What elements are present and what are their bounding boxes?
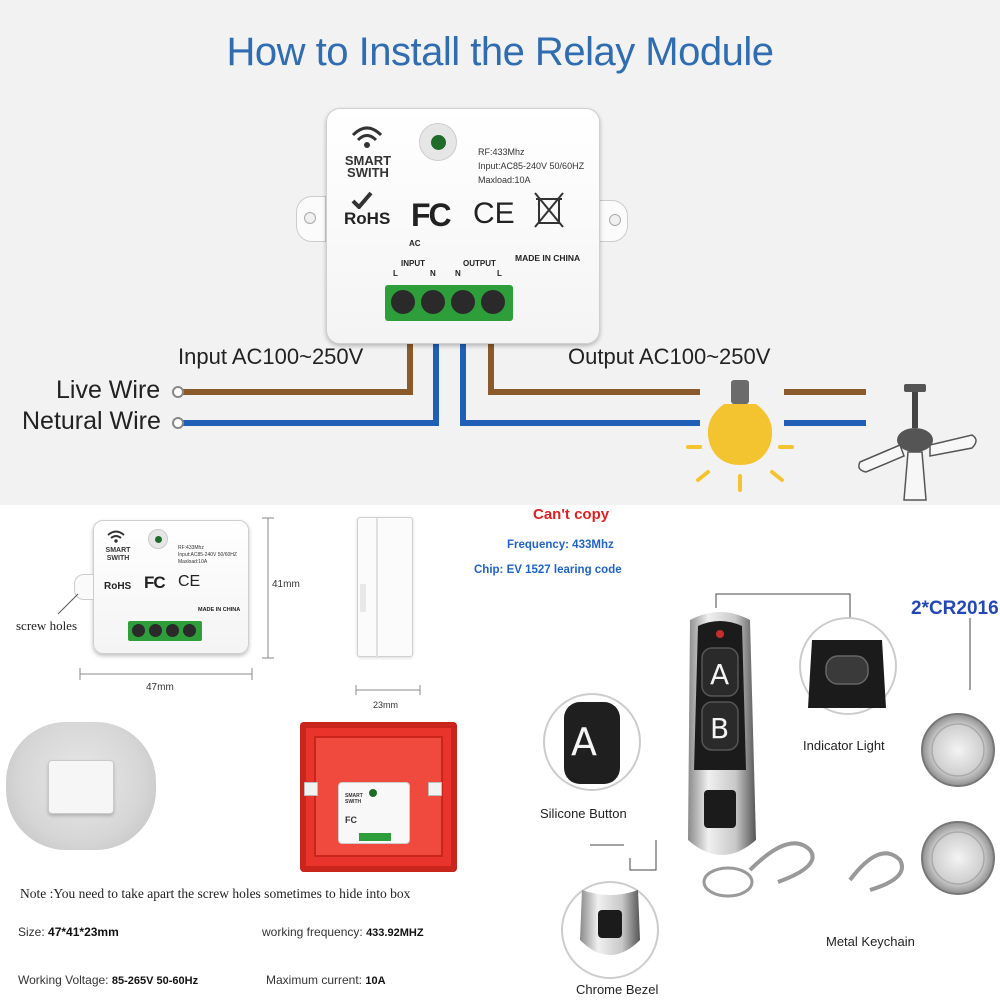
size-spec-value: 47*41*23mm (48, 925, 119, 939)
terminal-label-2: N (430, 269, 436, 278)
frequency-spec: working frequency: 433.92MHZ (262, 925, 424, 939)
indicator-light-label: Indicator Light (803, 738, 885, 753)
pairing-button-small (148, 529, 168, 549)
chrome-bezel-label: Chrome Bezel (576, 982, 659, 997)
width-dimension: 47mm (146, 682, 174, 693)
dimension-lines (57, 517, 274, 680)
remote-button-b[interactable]: B (710, 712, 730, 745)
current-spec: Maximum current: 10A (266, 973, 386, 987)
made-in-label-small: MADE IN CHINA (198, 607, 241, 613)
light-bulb-icon (686, 380, 794, 492)
battery-label: 2*CR2016 (911, 598, 999, 619)
made-in-label: MADE IN CHINA (515, 253, 581, 263)
terminal-block (385, 285, 513, 321)
wifi-icon (351, 126, 383, 148)
rf-spec: RF:433Mhz (478, 147, 525, 157)
weee-bin-icon (534, 192, 564, 228)
output-terminal-label: OUTPUT (463, 259, 496, 268)
wall-box-photo (6, 722, 156, 850)
ce-mark-small: CE (178, 573, 201, 590)
wiring-diagram (172, 300, 977, 501)
junction-box-photo: SMART SWITH FC (300, 722, 457, 872)
input-terminal-label: INPUT (401, 259, 425, 268)
ce-mark: CE (473, 197, 515, 230)
left-screw-tab (296, 196, 326, 242)
terminal-label-3: N (455, 269, 461, 278)
brand-label-small: SMART SWITH (105, 547, 131, 562)
screw-holes-label: screw holes (16, 618, 78, 633)
right-screw-tab (598, 200, 628, 242)
rohs-mark: RoHS (344, 209, 391, 228)
module-side-view (357, 517, 413, 658)
frequency-spec-label: working frequency: (262, 925, 363, 939)
metal-keychain-label: Metal Keychain (826, 934, 915, 949)
wifi-icon-small (107, 530, 125, 543)
pairing-button[interactable] (419, 123, 457, 161)
relay-module: SMART SWITH RF:433Mhz Input:AC85-240V 50… (326, 108, 600, 344)
brand-label: SMART SWITH (344, 153, 392, 180)
silicone-button-letter: A (571, 720, 597, 764)
rohs-mark-small: RoHS (104, 581, 132, 592)
maxload-spec: Maxload:10A (478, 175, 531, 185)
size-spec-label: Size: (18, 925, 45, 939)
voltage-spec-value: 85-265V 50-60Hz (111, 975, 199, 987)
height-dimension: 41mm (272, 579, 300, 590)
neutral-wire-label: Netural Wire (22, 407, 161, 435)
terminal-label-1: L (393, 269, 398, 278)
page-title: How to Install the Relay Module (226, 30, 775, 74)
current-spec-label: Maximum current: (266, 973, 363, 987)
screw-tab-small (74, 574, 94, 600)
terminal-block-small (128, 621, 202, 641)
module-dimension-view: SMART SWITH RF:433Mhz Input:AC85-240V 50… (93, 520, 249, 654)
output-label: Output AC100~250V (568, 344, 771, 369)
ac-label: AC (409, 239, 421, 248)
input-label: Input AC100~250V (178, 344, 364, 369)
ceiling-fan-icon (858, 384, 977, 501)
input-spec: Input:AC85-240V 50/60HZ (478, 161, 585, 171)
fc-mark-small: FC (144, 573, 166, 592)
neutral-wire-terminal (172, 417, 184, 429)
battery-coin-2 (921, 821, 995, 895)
remote-illustration (543, 593, 995, 979)
voltage-spec-label: Working Voltage: (18, 973, 109, 987)
fc-mark: FC (411, 197, 452, 233)
voltage-spec: Working Voltage: 85-265V 50-60Hz (18, 973, 198, 987)
cant-copy-label: Can't copy (533, 506, 610, 523)
current-spec-value: 10A (365, 975, 386, 987)
silicone-button-label: Silicone Button (540, 806, 627, 821)
frequency-info: Frequency: 433Mhz (507, 539, 614, 551)
checkmark-icon (351, 191, 373, 209)
live-wire-label: Live Wire (56, 376, 161, 404)
remote-button-a[interactable]: A (710, 658, 730, 691)
depth-dimension-line (355, 685, 421, 695)
install-note: Note :You need to take apart the screw h… (20, 886, 411, 901)
depth-dimension: 23mm (373, 700, 399, 710)
live-wire-terminal (172, 386, 184, 398)
chip-info: Chip: EV 1527 learing code (474, 564, 622, 576)
terminal-label-4: L (497, 269, 502, 278)
battery-coin-1 (921, 713, 995, 787)
spec-label-small: RF:433Mhz Input:AC85-240V 50/60HZ Maxloa… (178, 545, 237, 565)
frequency-spec-value: 433.92MHZ (366, 927, 424, 939)
size-spec: Size: 47*41*23mm (18, 925, 119, 939)
